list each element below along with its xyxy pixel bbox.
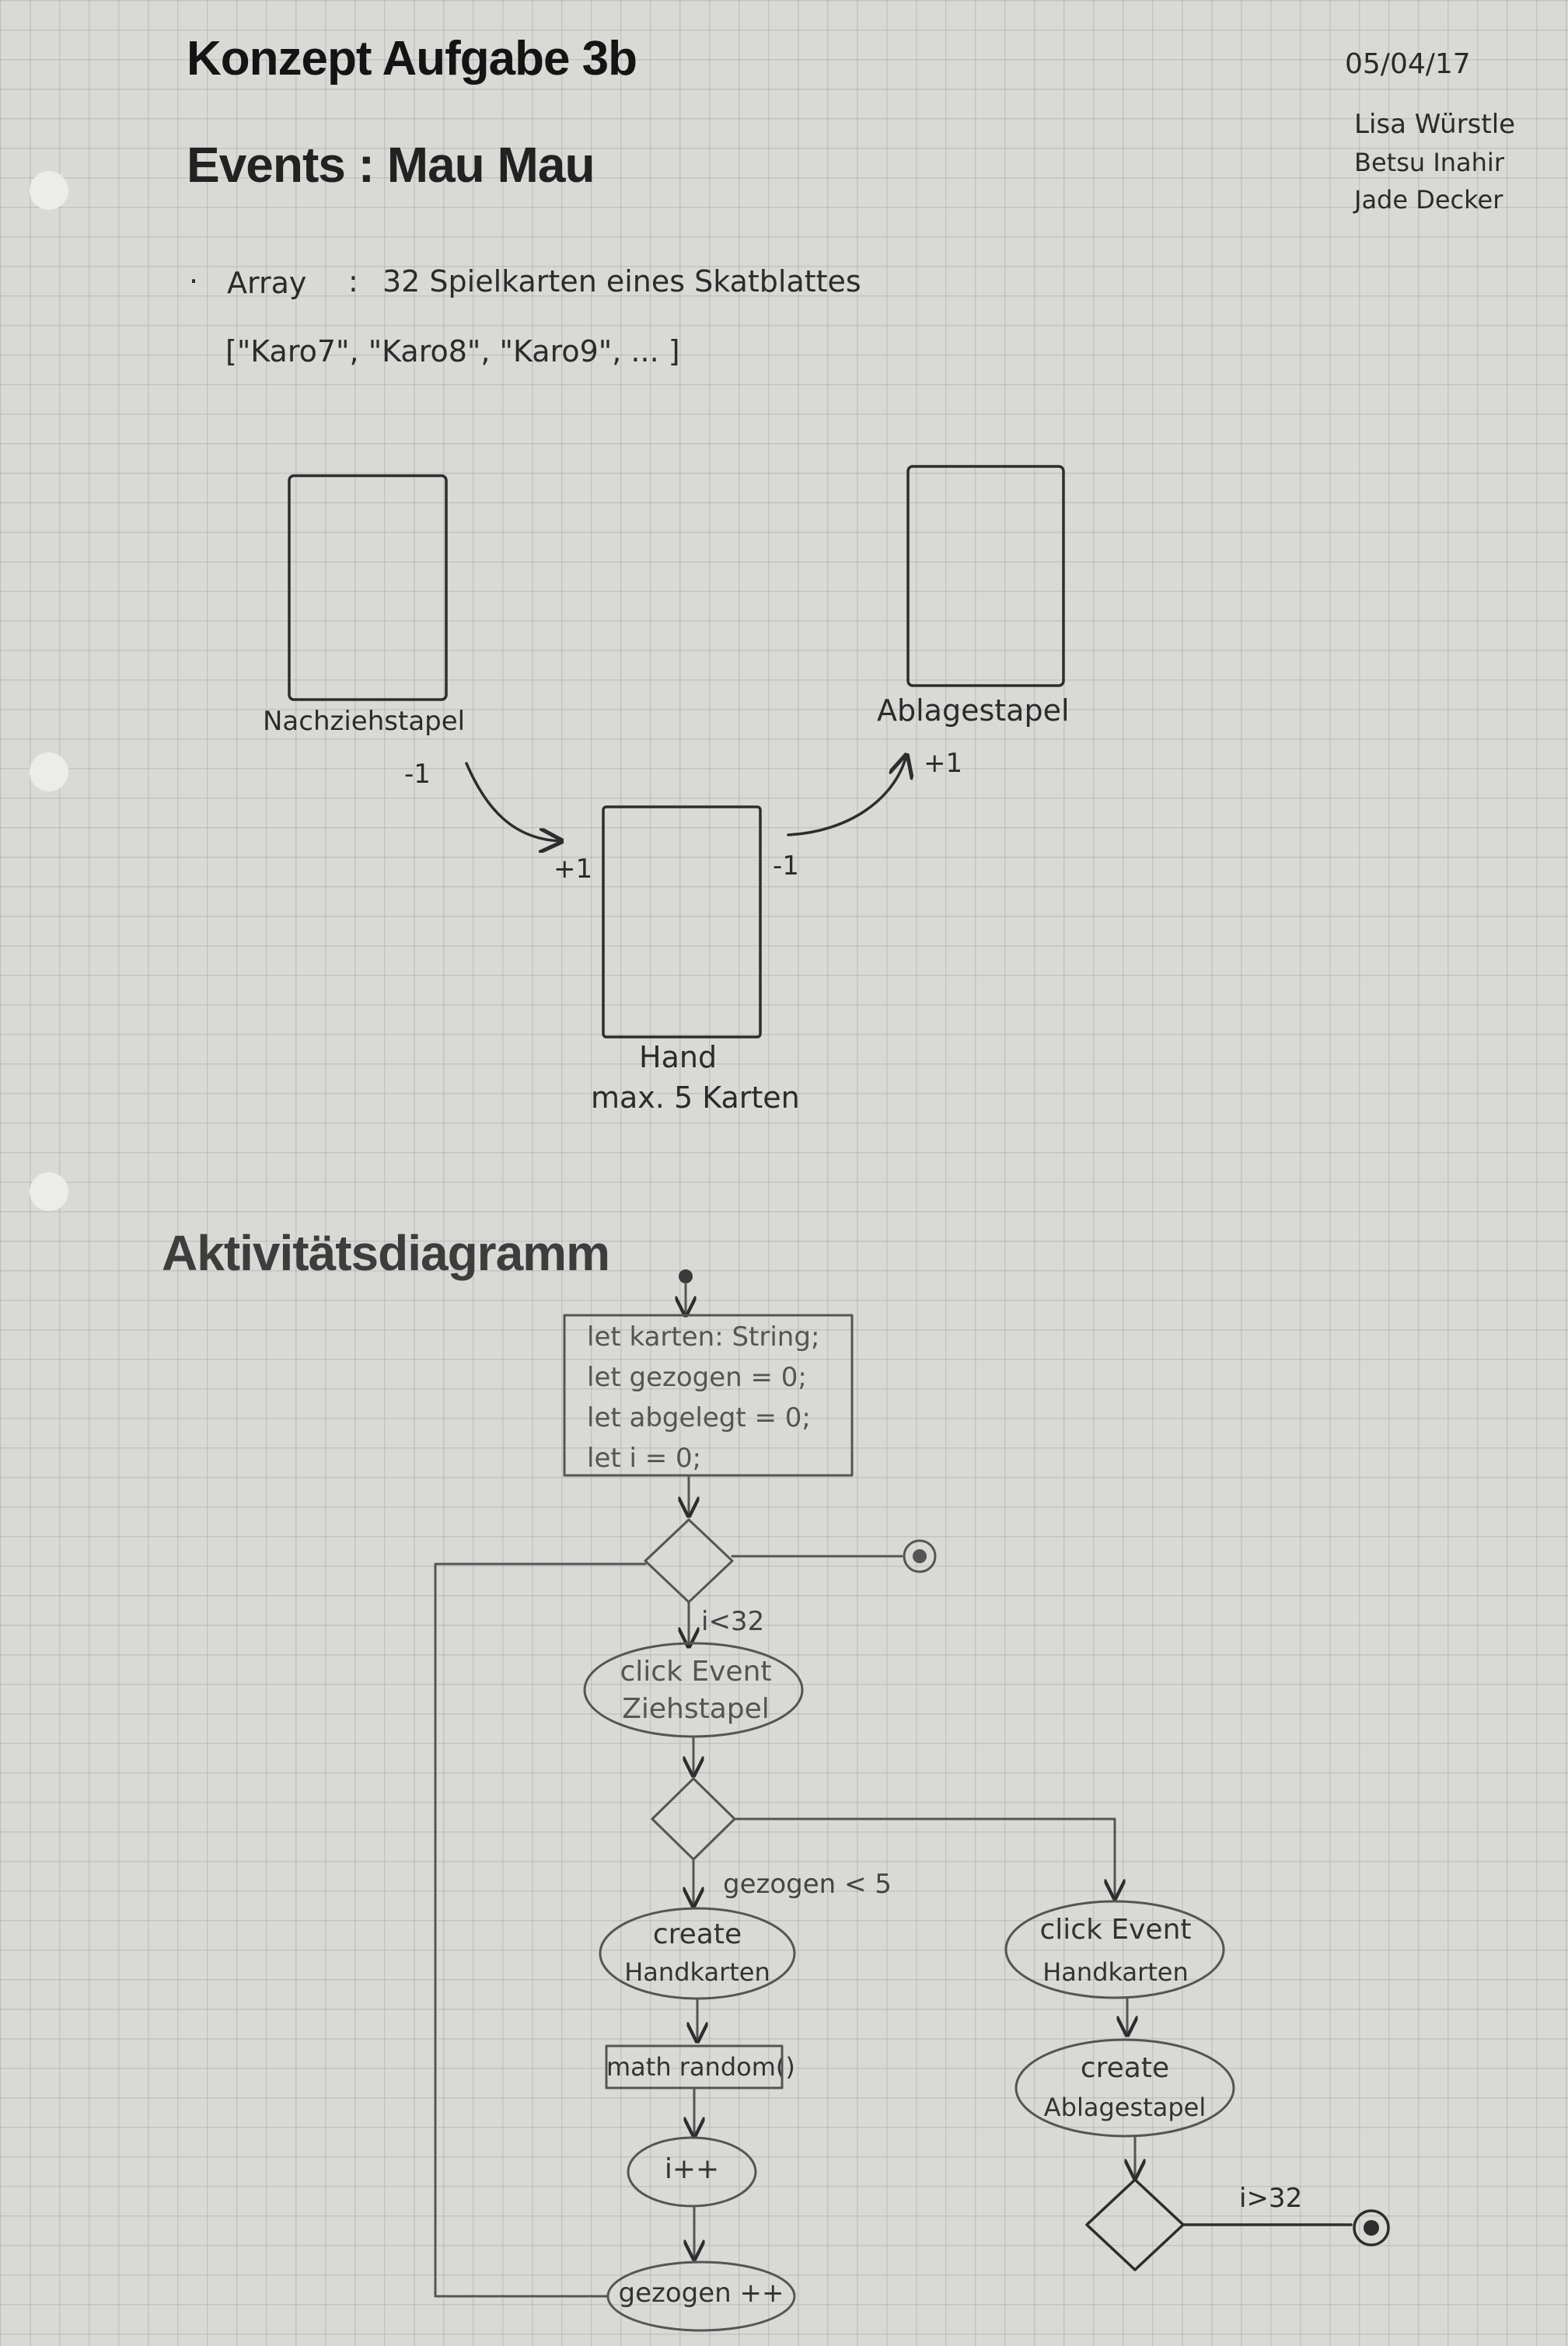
create-hand-line1: create bbox=[652, 1918, 742, 1950]
start-node bbox=[679, 1269, 693, 1283]
click-hand-line1: click Event bbox=[1039, 1914, 1192, 1946]
colon: : bbox=[348, 264, 358, 298]
array-example: ["Karo7", "Karo8", "Karo9", ... ] bbox=[225, 334, 680, 368]
page-title: Konzept Aufgabe 3b bbox=[187, 32, 637, 86]
hand-in-delta: +1 bbox=[554, 854, 593, 885]
punch-hole bbox=[30, 171, 68, 210]
math-random-box bbox=[605, 2044, 784, 2089]
hand-card bbox=[602, 805, 762, 1039]
init-line-2: let gezogen = 0; bbox=[587, 1362, 807, 1393]
activity-heading: Aktivitätsdiagramm bbox=[162, 1225, 610, 1281]
author-2: Betsu Inahir bbox=[1354, 148, 1504, 177]
hand-to-discard-arrow bbox=[787, 756, 906, 836]
discard-pile-card bbox=[906, 465, 1065, 687]
draw-pile-label: Nachziehstapel bbox=[263, 706, 466, 737]
draw-decision bbox=[651, 1777, 736, 1861]
create-discard-line2: Ablagestapel bbox=[1043, 2093, 1207, 2122]
author-1: Lisa Würstle bbox=[1354, 109, 1516, 140]
array-description: 32 Spielkarten eines Skatblattes bbox=[382, 264, 861, 298]
click-draw-node bbox=[583, 1642, 804, 1738]
hand-label: Hand bbox=[639, 1040, 718, 1074]
init-line-1: let karten: String; bbox=[587, 1321, 820, 1353]
final-node-outer bbox=[1353, 2209, 1390, 2247]
increment: i++ bbox=[664, 2153, 720, 2185]
click-draw-line2: Ziehstapel bbox=[622, 1693, 770, 1725]
init-line-4: let i = 0; bbox=[587, 1443, 702, 1474]
date: 05/04/17 bbox=[1345, 48, 1471, 80]
drawn-increment-node bbox=[606, 2260, 796, 2332]
math-random: math random() bbox=[606, 2052, 795, 2082]
punch-hole bbox=[30, 752, 68, 791]
draw-to-hand-arrow bbox=[465, 762, 561, 841]
end-decision bbox=[1085, 2178, 1185, 2271]
create-discard-line1: create bbox=[1080, 2052, 1170, 2084]
discard-pile-delta: +1 bbox=[924, 748, 963, 779]
loop-decision bbox=[644, 1518, 734, 1604]
author-3: Jade Decker bbox=[1354, 185, 1503, 215]
loop-end-node-outer bbox=[903, 1539, 937, 1573]
draw-pile-delta: -1 bbox=[404, 759, 431, 790]
hand-max-label: max. 5 Karten bbox=[591, 1080, 800, 1115]
bullet-dot: · bbox=[189, 264, 199, 298]
page-subtitle: Events : Mau Mau bbox=[187, 137, 595, 193]
create-discard-node bbox=[1014, 2038, 1235, 2138]
click-hand-node bbox=[1004, 1900, 1225, 1999]
loop-end-node-inner bbox=[913, 1549, 927, 1563]
loop-back-line bbox=[434, 1562, 647, 2298]
discard-pile-label: Ablagestapel bbox=[877, 693, 1070, 728]
click-draw-line1: click Event bbox=[620, 1656, 772, 1688]
increment-node bbox=[627, 2136, 757, 2208]
guard-end: i>32 bbox=[1239, 2183, 1303, 2214]
drawn-increment: gezogen ++ bbox=[618, 2278, 784, 2309]
hand-out-delta: -1 bbox=[773, 850, 799, 881]
guard-drawn: gezogen < 5 bbox=[723, 1869, 892, 1900]
punch-hole bbox=[30, 1172, 68, 1211]
final-node-inner bbox=[1364, 2220, 1379, 2236]
create-hand-line2: Handkarten bbox=[624, 1957, 770, 1987]
draw-pile-card bbox=[288, 474, 448, 701]
array-label: Array bbox=[227, 266, 307, 300]
guard-loop: i<32 bbox=[701, 1606, 765, 1637]
create-hand-node bbox=[599, 1907, 796, 2000]
click-hand-line2: Handkarten bbox=[1042, 1957, 1189, 1987]
init-box bbox=[563, 1314, 854, 1477]
init-line-3: let abgelegt = 0; bbox=[587, 1402, 811, 1433]
